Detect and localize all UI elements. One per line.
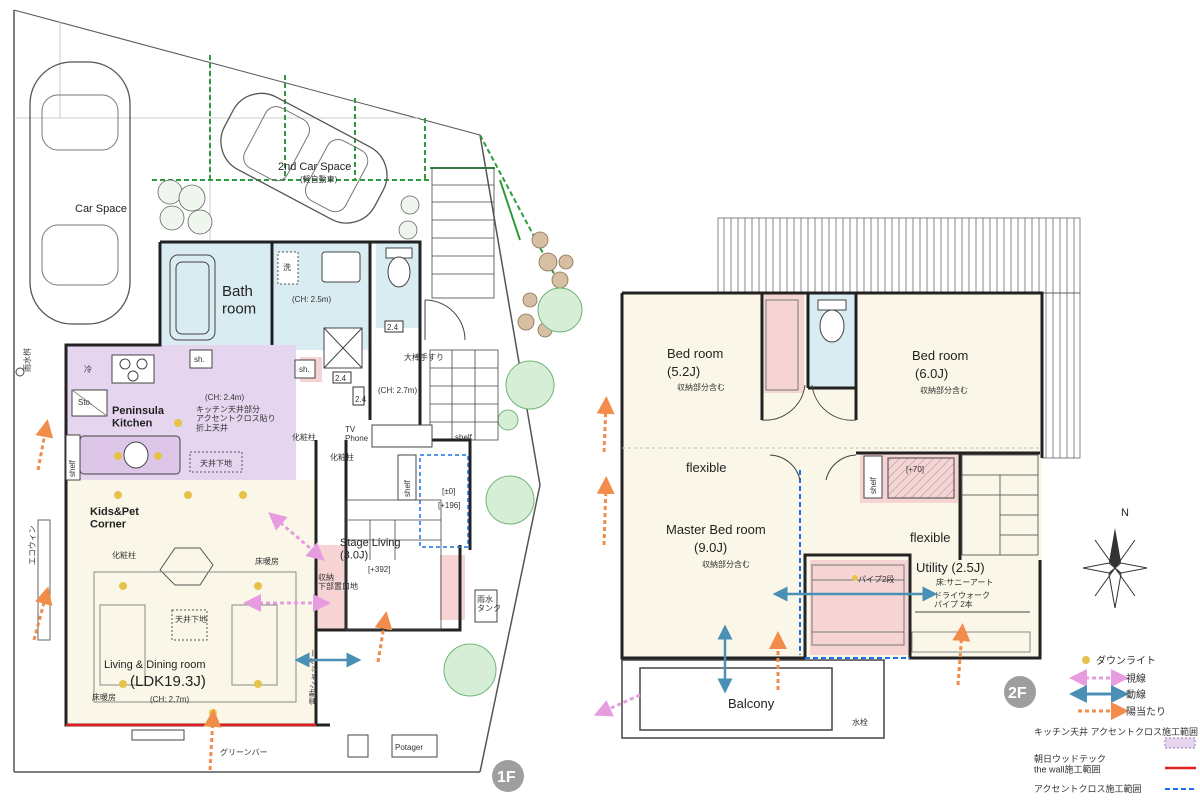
floor-heating-label: 床暖房 xyxy=(255,556,279,566)
hall-ch-label: (CH: 2.7m) xyxy=(378,386,417,395)
toilet-icon xyxy=(385,247,413,288)
utility-label: Utility (2.5J) xyxy=(916,560,985,575)
flexible-label: flexible xyxy=(686,460,726,475)
stage-living-label: Stage Living(3.0J) xyxy=(340,537,401,562)
compass-north-label: N xyxy=(1121,507,1129,519)
bath-ch-label: (CH: 2.5m) xyxy=(292,295,331,304)
fridge-label: 冷 xyxy=(84,364,92,374)
master-bed-room-note: 収納部分含む xyxy=(702,559,750,569)
shelf-label: shelf xyxy=(455,433,473,442)
walls-2f xyxy=(620,291,1044,660)
sh-label: sh. xyxy=(194,355,205,364)
makeup-pillar-label: 化粧柱 xyxy=(292,432,316,442)
ceiling-bottom-label: 天井下地 xyxy=(200,458,232,468)
legend-circulation: 動線 xyxy=(1126,688,1146,701)
kitchen-ch-label: (CH: 2.4m) xyxy=(205,393,244,402)
legend-sightline: 視線 xyxy=(1126,672,1146,685)
level-label: [+70] xyxy=(906,465,924,474)
bathtub-icon xyxy=(169,254,216,341)
downlight-marks-2f xyxy=(852,575,858,581)
sink-icon xyxy=(321,251,363,369)
ldk-size-label: (LDK19.3J) xyxy=(130,673,206,690)
master-bed-room-label: Master Bed room xyxy=(666,522,766,537)
rain-basin-label: 雨水桝 xyxy=(22,348,32,372)
bed-room-size: (5.2J) xyxy=(667,364,700,379)
toilet-icon xyxy=(817,299,847,343)
balcony xyxy=(621,659,885,739)
car-icon xyxy=(220,92,388,224)
shelf-label: shelf xyxy=(68,459,77,477)
storage-under-label: 収納下部置口地 xyxy=(318,572,358,591)
roof xyxy=(717,217,1081,294)
stage-level-label: [+392] xyxy=(368,565,390,574)
stairs-2f xyxy=(961,454,1039,556)
balcony-label: Balcony xyxy=(728,696,775,711)
master-bed-room-size: (9.0J) xyxy=(694,540,727,555)
level-label: [±0] xyxy=(442,487,455,496)
pipe-label: パイプ2段 xyxy=(858,574,894,584)
potager-label: Potager xyxy=(395,743,423,752)
faucet-label: 水栓 xyxy=(852,717,868,727)
tree-icon xyxy=(443,287,583,697)
bed-room-note: 収納部分含む xyxy=(920,385,968,395)
legend-downlight: ダウンライト xyxy=(1096,654,1156,667)
bed-room-size: (6.0J) xyxy=(915,366,948,381)
legend-accent-cloth: アクセントクロス施工範囲 xyxy=(1034,783,1142,794)
bed-room-label: Bed room xyxy=(667,346,723,361)
floor-2: shelf [+70] Bed room (5.2J) 収納部分含む Bed r… xyxy=(593,217,1081,739)
circulation-arrows-2f xyxy=(717,586,938,694)
compass-icon: N xyxy=(1082,507,1148,609)
sunlight-arrows-2f xyxy=(596,396,971,690)
level-label: [+196] xyxy=(438,501,460,510)
stone-icon xyxy=(517,231,574,338)
size-label: 2.4 xyxy=(387,323,399,332)
legend: ダウンライト 視線 動線 陽当たり キッチン天井 アクセントクロス施工範囲 朝日… xyxy=(1034,654,1198,794)
rain-tank-label: 雨水タンク xyxy=(477,594,501,613)
green-bar-label: グリーンバー xyxy=(220,747,268,757)
stove-icon xyxy=(119,358,148,382)
living-ch-label: (CH: 2.7m) xyxy=(150,695,189,704)
ceiling-bottom-label: 天井下地 xyxy=(175,614,207,624)
size-label: 2.4 xyxy=(355,395,367,404)
sightline-arrows-1f xyxy=(243,512,331,612)
floor-heating-label: 床暖房 xyxy=(92,692,116,702)
sh-label: sh. xyxy=(299,365,310,374)
shelf-label: shelf xyxy=(403,479,412,497)
size-label: 2.4 xyxy=(335,374,347,383)
dry-bar-label: ドライウォークパイプ 2本 xyxy=(934,591,990,609)
floor-badge: 1F xyxy=(497,769,516,786)
wash-label: 洗 xyxy=(283,262,291,272)
car-icon xyxy=(29,61,131,325)
sunlight-arrows-1f xyxy=(32,419,393,771)
sightline-arrows-2f xyxy=(593,693,641,717)
exterior-stairs xyxy=(429,167,499,441)
makeup-pillar-label: 化粧柱 xyxy=(330,452,354,462)
car-space-2-note: (軽自動車) xyxy=(300,174,338,184)
utility-note: 床:サニーアート xyxy=(936,577,993,587)
ecowin-label: エコウィン xyxy=(28,525,37,565)
bed-room-label: Bed room xyxy=(912,348,968,363)
shelf-label: shelf xyxy=(869,476,878,494)
floor-1: Car Space 2nd Car Space (軽自動車) xyxy=(13,9,583,792)
car-space-2-label: 2nd Car Space xyxy=(278,161,351,173)
shrub-icon xyxy=(157,179,420,240)
car-space-label: Car Space xyxy=(75,203,127,215)
handrail-label: 大棒手すり xyxy=(404,352,444,362)
kitchen-ceiling-label: キッチン天井部分アクセントクロス貼り折上天井 xyxy=(196,404,276,432)
legend-sunlight: 陽当たり xyxy=(1126,705,1166,718)
flexible-label: flexible xyxy=(910,530,950,545)
bed-room-note: 収納部分含む xyxy=(677,382,725,392)
floor-badge: 2F xyxy=(1008,685,1027,702)
shutter-label: 電動シャッター xyxy=(309,649,318,705)
living-dining-label: Living & Dining room xyxy=(104,659,206,671)
storage-label: Sto. xyxy=(78,398,92,407)
legend-kitchen-cloth: キッチン天井 アクセントクロス施工範囲 xyxy=(1034,726,1198,737)
makeup-pillar-label: 化粧柱 xyxy=(112,550,136,560)
